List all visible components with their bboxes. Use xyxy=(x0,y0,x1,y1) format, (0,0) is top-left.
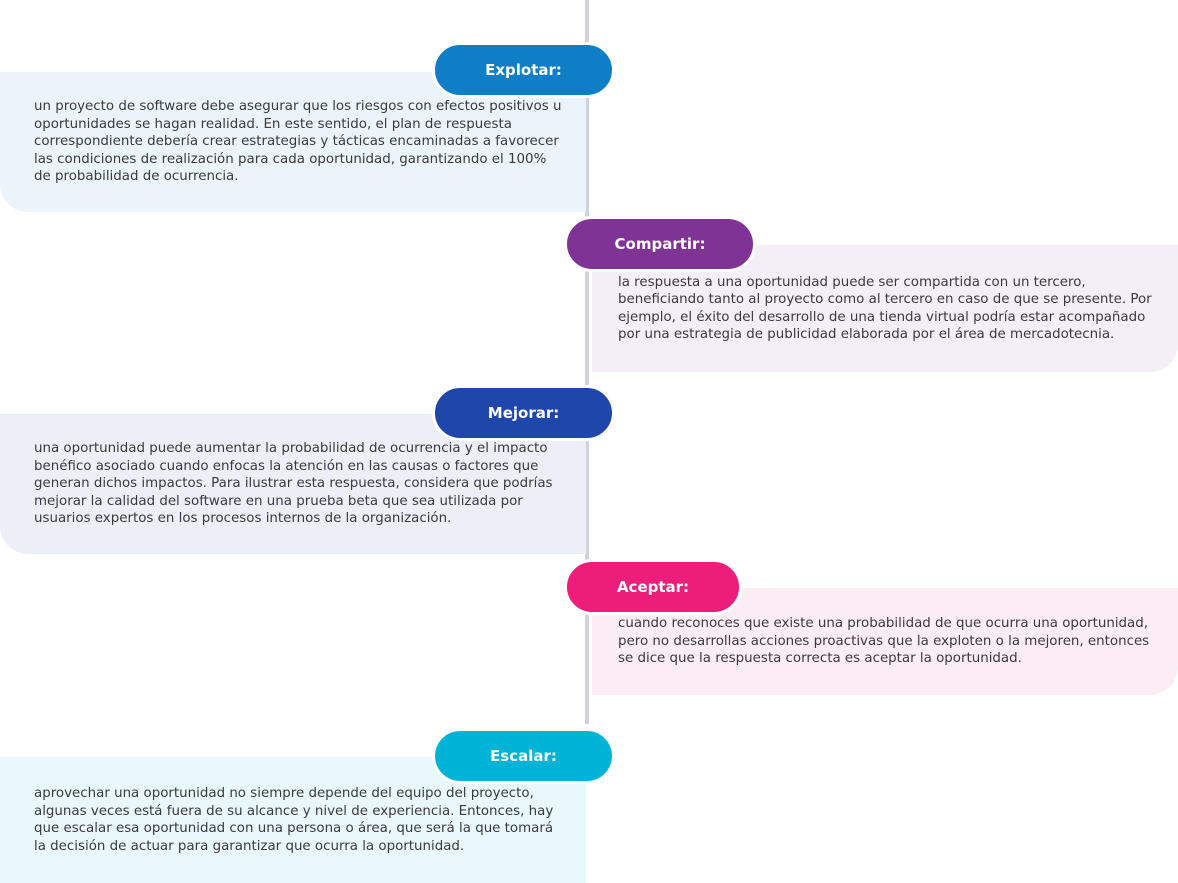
timeline-line xyxy=(585,0,589,724)
explotar-text: un proyecto de software debe asegurar qu… xyxy=(34,99,562,185)
mejorar-pill: Mejorar: xyxy=(432,385,615,441)
compartir-pill: Compartir: xyxy=(564,216,756,272)
escalar-title: Escalar: xyxy=(490,747,557,765)
mejorar-text: una oportunidad puede aumentar la probab… xyxy=(34,441,553,527)
escalar-pill: Escalar: xyxy=(432,728,615,784)
aceptar-title: Aceptar: xyxy=(616,578,690,596)
aceptar-text: cuando reconoces que existe una probabil… xyxy=(618,616,1150,667)
compartir-card: la respuesta a una oportunidad puede ser… xyxy=(592,245,1178,372)
mejorar-title: Mejorar: xyxy=(487,404,560,422)
explotar-title: Explotar: xyxy=(485,61,562,79)
compartir-title: Compartir: xyxy=(614,235,706,253)
explotar-pill: Explotar: xyxy=(432,42,615,98)
aceptar-pill: Aceptar: xyxy=(564,559,742,615)
compartir-text: la respuesta a una oportunidad puede ser… xyxy=(618,274,1152,343)
escalar-text: aprovechar una oportunidad no siempre de… xyxy=(34,786,554,854)
